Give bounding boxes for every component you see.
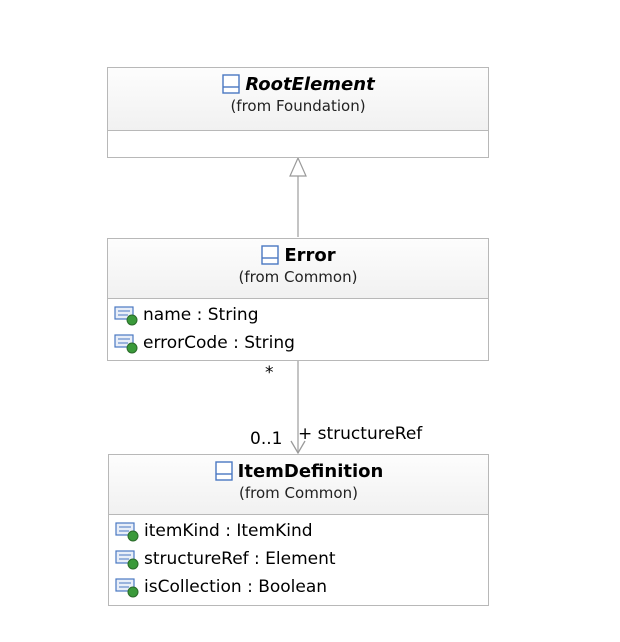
attribute-row[interactable]: structureRef : Element <box>115 545 482 573</box>
attribute-icon <box>114 304 140 326</box>
class-name: ItemDefinition <box>237 460 384 482</box>
class-header: RootElement (from Foundation) <box>108 68 488 131</box>
class-name: Error <box>284 244 336 266</box>
class-icon <box>221 74 241 94</box>
class-package: (from Foundation) <box>230 97 366 115</box>
target-multiplicity: 0..1 <box>250 429 283 449</box>
association-arrowhead <box>290 440 306 455</box>
source-multiplicity: * <box>265 363 274 383</box>
class-icon <box>214 461 234 481</box>
attribute-list: itemKind : ItemKind structureRef : Eleme… <box>109 515 488 603</box>
attribute-row[interactable]: itemKind : ItemKind <box>115 517 482 545</box>
attribute-row[interactable]: errorCode : String <box>114 329 482 357</box>
attribute-text: itemKind : ItemKind <box>144 521 313 541</box>
class-header: Error (from Common) <box>108 239 488 299</box>
association-role: + structureRef <box>298 424 423 444</box>
attribute-text: structureRef : Element <box>144 549 336 569</box>
class-error[interactable]: Error (from Common) name : String errorC… <box>107 238 489 361</box>
attribute-icon <box>115 520 141 542</box>
attribute-text: name : String <box>143 305 259 325</box>
class-header: ItemDefinition (from Common) <box>109 455 488 515</box>
attribute-icon <box>115 576 141 598</box>
class-name: RootElement <box>245 73 375 95</box>
attribute-icon <box>115 548 141 570</box>
attribute-row[interactable]: name : String <box>114 301 482 329</box>
attribute-text: errorCode : String <box>143 333 295 353</box>
attribute-icon <box>114 332 140 354</box>
attribute-row[interactable]: isCollection : Boolean <box>115 573 482 601</box>
class-icon <box>260 245 280 265</box>
class-item-definition[interactable]: ItemDefinition (from Common) itemKind : … <box>108 454 489 606</box>
class-package: (from Common) <box>239 484 358 502</box>
class-root-element[interactable]: RootElement (from Foundation) <box>107 67 489 158</box>
generalization-arrowhead <box>289 156 307 177</box>
attribute-list: name : String errorCode : String <box>108 299 488 359</box>
class-package: (from Common) <box>238 268 358 286</box>
attribute-text: isCollection : Boolean <box>144 577 328 597</box>
